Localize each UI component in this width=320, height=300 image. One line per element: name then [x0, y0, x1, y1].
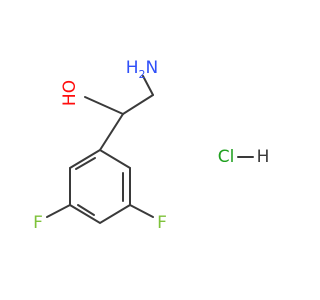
- hydroxyl-group: HO: [60, 80, 80, 106]
- aromatic-bond-2: [77, 204, 95, 216]
- amine-nitrogen: N: [146, 58, 159, 78]
- hydroxyl-hydrogen: H: [60, 93, 80, 106]
- atom-labels: H2N HO F F Cl H: [33, 58, 269, 233]
- bond-group: [46, 75, 254, 225]
- bond-choh-ring: [99, 113, 124, 151]
- amine-subscript: 2: [139, 68, 146, 81]
- aromatic-bond-1: [75, 157, 96, 170]
- fluorine-right: F: [157, 213, 167, 233]
- chlorine-label: Cl: [218, 147, 235, 167]
- bond-ring-f-right: [129, 204, 154, 218]
- benzene-ring: [69, 148, 131, 225]
- bond-ring-f-left: [46, 204, 71, 218]
- bond-n-ch2: [142, 75, 154, 96]
- bond-choh-oh: [84, 96, 124, 115]
- hydrogen-label: H: [257, 147, 270, 167]
- amine-hydrogen: H: [126, 58, 139, 78]
- amine-group: H2N: [126, 58, 159, 81]
- fluorine-left: F: [33, 213, 43, 233]
- hydroxyl-oxygen: O: [60, 80, 80, 93]
- chemical-structure: H2N HO F F Cl H: [33, 58, 269, 233]
- bond-ch2-choh: [122, 94, 154, 115]
